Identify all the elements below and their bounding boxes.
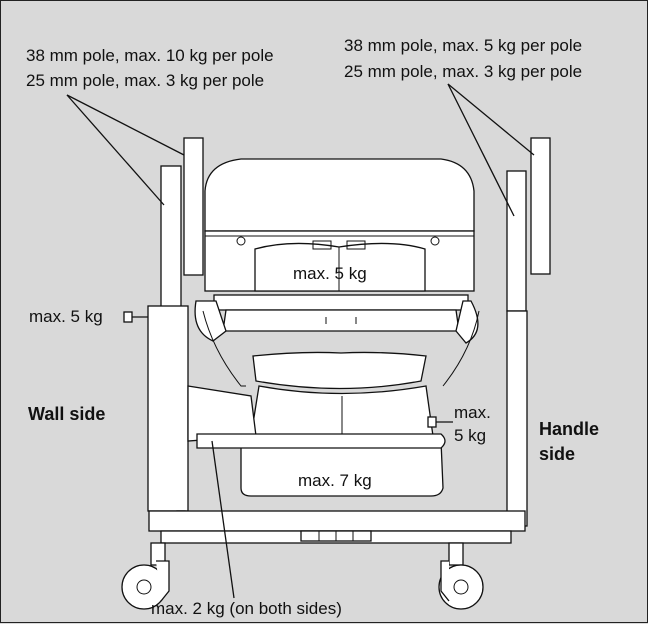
base-frame (148, 510, 526, 532)
platform (213, 294, 469, 311)
wall-side-label: Wall side (28, 404, 106, 424)
left-pole-25mm (183, 137, 204, 276)
handle-side-label-2: side (539, 444, 576, 464)
right-hook (427, 416, 437, 428)
caster-right (438, 564, 484, 610)
left-pole-38mm (160, 165, 182, 310)
right-column (506, 310, 528, 527)
rails (196, 433, 446, 449)
leader-left-upper (66, 94, 185, 156)
right-hook-load-label-1: max. (454, 403, 491, 422)
tray-load-label: max. 5 kg (293, 264, 367, 283)
leader-left-lower (66, 94, 165, 206)
right-hook-load-label-2: 5 kg (454, 426, 487, 445)
under-body (252, 351, 427, 390)
left-pole-label-38mm: 38 mm pole, max. 10 kg per pole (26, 46, 274, 65)
right-pole-label-38mm: 38 mm pole, max. 5 kg per pole (344, 36, 583, 55)
basket (240, 440, 444, 497)
handle-side-label-1: Handle (539, 419, 600, 439)
left-hook (123, 311, 133, 323)
leader-rails (211, 440, 235, 599)
right-pole-38mm (506, 170, 527, 312)
right-pole-label-25mm: 25 mm pole, max. 3 kg per pole (344, 62, 583, 81)
top-tray (254, 242, 426, 292)
rails-load-label: max. 2 kg (on both sides) (151, 599, 342, 618)
leader-right-lower (447, 83, 515, 217)
incubator-hood (204, 158, 475, 232)
left-column (147, 305, 189, 512)
basket-load-label: max. 7 kg (298, 471, 372, 490)
side-hook-load-label: max. 5 kg (29, 307, 103, 326)
right-pole-25mm (530, 137, 551, 275)
leader-right-upper (447, 83, 535, 156)
left-pole-label-25mm: 25 mm pole, max. 3 kg per pole (26, 71, 265, 90)
